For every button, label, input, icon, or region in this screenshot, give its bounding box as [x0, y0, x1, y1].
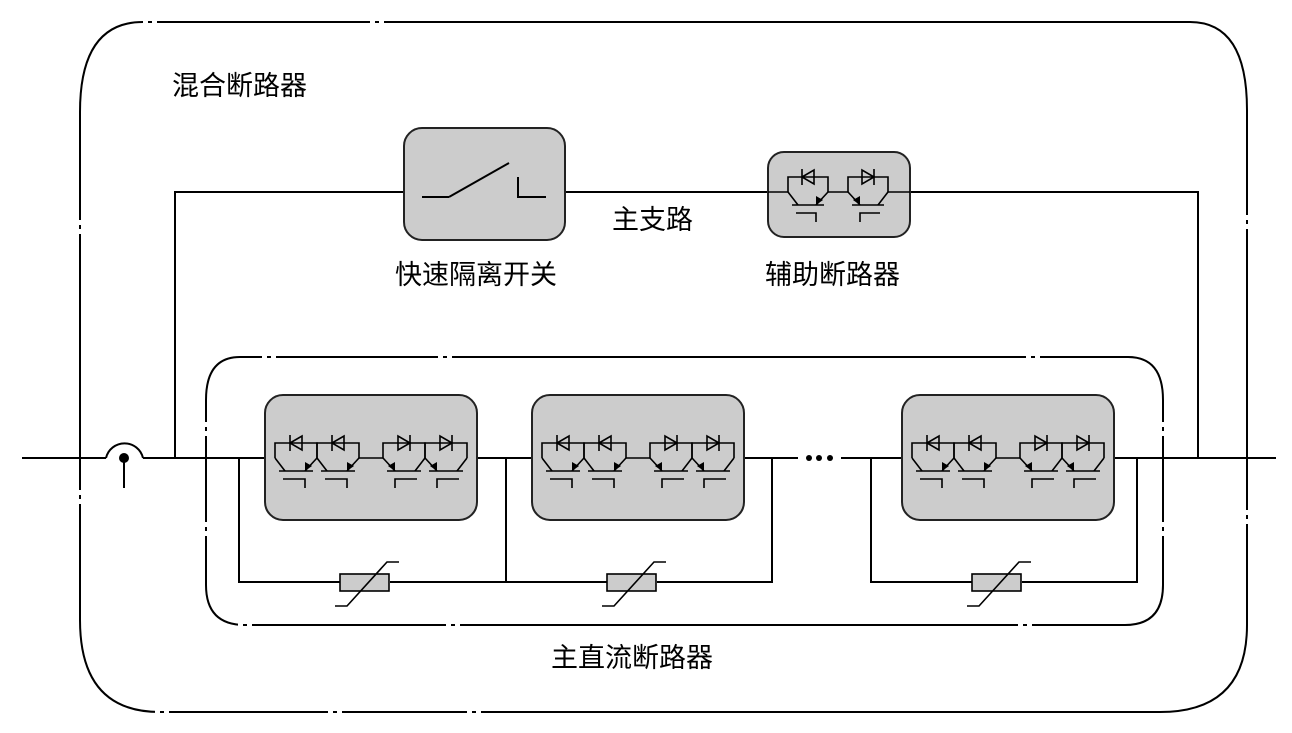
main-bus	[22, 442, 1276, 459]
igbt-cell-icon	[691, 434, 735, 488]
fast-disconnector-label: 快速隔离开关	[395, 260, 557, 291]
main-dc-breaker-module-2	[531, 394, 745, 521]
main-branch-wiring	[174, 191, 1199, 458]
hybrid-breaker-boundary	[76, 18, 1251, 716]
ellipsis-icon	[806, 455, 833, 461]
surge-arrester-icon	[602, 561, 666, 607]
igbt-cell-icon	[953, 434, 997, 488]
main-dc-breaker-module-1	[264, 394, 478, 521]
igbt-cell-icon	[583, 434, 627, 488]
fast-disconnector	[403, 127, 566, 241]
main-dc-breaker-label: 主直流断路器	[551, 643, 713, 674]
igbt-cell-icon	[787, 168, 829, 222]
igbt-cell-icon	[1061, 434, 1105, 488]
main-branch-label: 主支路	[612, 205, 693, 236]
arrester-branch-1	[238, 458, 507, 583]
mechanical-switch-icon	[422, 162, 546, 198]
arrester-branch-2	[506, 458, 773, 583]
main-dc-breaker-module-n	[901, 394, 1115, 521]
surge-arrester-icon	[335, 561, 399, 607]
arrester-branch-3	[870, 458, 1138, 583]
auxiliary-breaker-label: 辅助断路器	[765, 260, 900, 291]
auxiliary-breaker	[767, 151, 911, 238]
surge-arrester-icon	[967, 561, 1031, 607]
igbt-cell-icon	[649, 434, 693, 488]
current-sensor-icon	[119, 453, 129, 488]
igbt-cell-icon	[316, 434, 360, 488]
main-dc-breaker-boundary	[202, 353, 1167, 629]
igbt-cell-icon	[424, 434, 468, 488]
hybrid-breaker-label: 混合断路器	[172, 71, 307, 102]
igbt-cell-icon	[847, 168, 889, 222]
